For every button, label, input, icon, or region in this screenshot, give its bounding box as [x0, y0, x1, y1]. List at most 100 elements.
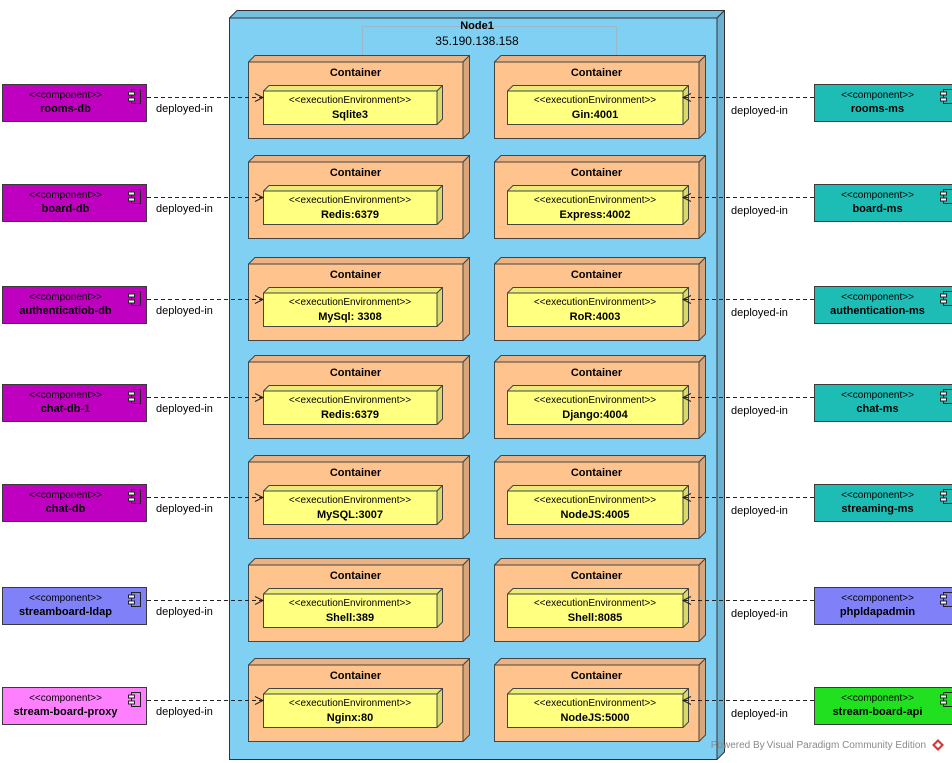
box-shape	[263, 85, 443, 125]
component-stereotype: <<component>>	[841, 292, 914, 303]
env-name: Redis:6379	[320, 409, 380, 421]
component-stereotype: <<component>>	[841, 390, 914, 401]
container-right-7[interactable]: Container<<executionEnvironment>>NodeJS:…	[494, 658, 706, 742]
deployed-in-label-right-3: deployed-in	[731, 306, 788, 319]
env-name: Gin:4001	[571, 109, 619, 121]
box-shape	[507, 185, 689, 225]
container-right-1[interactable]: Container <<executionEnvironment>> Gin:400…	[494, 55, 706, 139]
component-name: chat-ms	[856, 403, 899, 415]
container-right-4[interactable]: Container <<executionEnvironment>>Django:…	[494, 355, 706, 439]
execution-environment-left-7[interactable]: <<executionEnvironment>>Nginx:80	[263, 688, 443, 728]
container-right-2[interactable]: Container <<executionEnvironment>>Express…	[494, 155, 706, 239]
env-name: Nginx:80	[326, 712, 374, 724]
container-left-1[interactable]: Container<<executionEnvironment>>Sqlite3	[248, 55, 470, 139]
env-stereotype: <<executionEnvironment>>	[288, 297, 412, 308]
container-label: Container	[570, 570, 623, 582]
component-right-5[interactable]: <<component>>streaming-ms	[814, 484, 952, 522]
execution-environment-left-4[interactable]: <<executionEnvironment>>Redis:6379	[263, 385, 443, 425]
box-shape	[263, 688, 443, 728]
component-icon	[940, 592, 952, 607]
component-left-7[interactable]: <<component>> stream-board-proxy	[2, 687, 147, 725]
execution-environment-left-5[interactable]: <<executionEnvironment>>MySQL:3007	[263, 485, 443, 525]
component-left-5[interactable]: <<component>>chat-db	[2, 484, 147, 522]
execution-environment-right-6[interactable]: <<executionEnvironment>>Shell:8085	[507, 588, 689, 628]
component-icon	[940, 692, 952, 707]
container-label: Container	[570, 467, 623, 479]
component-icon	[128, 692, 141, 707]
component-name: streamboard-ldap	[19, 606, 112, 618]
container-left-3[interactable]: Container<<executionEnvironment>>MySql: …	[248, 257, 470, 341]
component-icon	[940, 189, 952, 204]
deployed-in-label-right-4: deployed-in	[731, 404, 788, 417]
execution-environment-left-2[interactable]: <<executionEnvironment>>Redis:6379	[263, 185, 443, 225]
component-stereotype: <<component>>	[29, 90, 102, 101]
env-name: NodeJS:4005	[560, 509, 630, 521]
component-name: rooms-ms	[850, 103, 905, 115]
env-stereotype: <<executionEnvironment>>	[533, 95, 657, 106]
container-label: Container	[329, 467, 382, 479]
execution-environment-right-3[interactable]: <<executionEnvironment>>RoR:4003	[507, 287, 689, 327]
component-left-2[interactable]: <<component>>board-db	[2, 184, 147, 222]
deployed-in-label-left-3: deployed-in	[156, 304, 213, 317]
env-stereotype: <<executionEnvironment>>	[288, 195, 412, 206]
component-name: chat-db-1	[40, 403, 91, 415]
component-right-3[interactable]: <<component>>authentication-ms	[814, 286, 952, 324]
execution-environment-left-6[interactable]: <<executionEnvironment>>Shell:389	[263, 588, 443, 628]
component-icon	[128, 89, 141, 104]
container-left-6[interactable]: Container<<executionEnvironment>>Shell:3…	[248, 558, 470, 642]
container-right-6[interactable]: Container <<executionEnvironment>>Shell:8…	[494, 558, 706, 642]
component-left-6[interactable]: <<component>>streamboard-ldap	[2, 587, 147, 625]
execution-environment-left-1[interactable]: <<executionEnvironment>>Sqlite3	[263, 85, 443, 125]
component-stereotype: <<component>>	[29, 292, 102, 303]
deployed-in-label-left-5: deployed-in	[156, 502, 213, 515]
execution-environment-right-2[interactable]: <<executionEnvironment>>Express:4002	[507, 185, 689, 225]
component-left-1[interactable]: <<component>>rooms-db	[2, 84, 147, 122]
node-ip-address: 35.190.138.158	[435, 34, 519, 48]
component-name: stream-board-proxy	[13, 706, 118, 718]
component-icon	[940, 291, 952, 306]
env-stereotype: <<executionEnvironment>>	[533, 495, 657, 506]
component-stereotype: <<component>>	[29, 693, 102, 704]
box-shape	[263, 287, 443, 327]
component-name: board-ms	[852, 203, 903, 215]
env-name: RoR:4003	[569, 311, 621, 323]
execution-environment-right-5[interactable]: <<executionEnvironment>> NodeJS:4005	[507, 485, 689, 525]
component-right-6[interactable]: <<component>> phpldapadmin	[814, 587, 952, 625]
component-left-4[interactable]: <<component>>chat-db-1	[2, 384, 147, 422]
box-shape	[263, 185, 443, 225]
container-left-4[interactable]: Container<<executionEnvironment>>Redis:6…	[248, 355, 470, 439]
component-right-2[interactable]: <<component>>board-ms	[814, 184, 952, 222]
container-label: Container	[329, 670, 382, 682]
container-right-5[interactable]: Container <<executionEnvironment>> NodeJS:…	[494, 455, 706, 539]
component-right-7[interactable]: <<component>>stream-board-api	[814, 687, 952, 725]
deployed-in-label-left-7: deployed-in	[156, 705, 213, 718]
env-name: Sqlite3	[331, 109, 369, 121]
container-label: Container	[570, 67, 623, 79]
node-title: Node1	[460, 20, 494, 32]
component-icon	[128, 389, 141, 404]
execution-environment-right-1[interactable]: <<executionEnvironment>> Gin:4001	[507, 85, 689, 125]
container-left-5[interactable]: Container <<executionEnvironment>>MySQL:3…	[248, 455, 470, 539]
component-right-4[interactable]: <<component>> chat-ms	[814, 384, 952, 422]
execution-environment-left-3[interactable]: <<executionEnvironment>>MySql: 3308	[263, 287, 443, 327]
container-right-3[interactable]: Container <<executionEnvironment>>RoR:400…	[494, 257, 706, 341]
component-stereotype: <<component>>	[841, 593, 914, 604]
deployed-in-label-right-2: deployed-in	[731, 204, 788, 217]
execution-environment-right-7[interactable]: <<executionEnvironment>>NodeJS:5000	[507, 688, 689, 728]
container-left-7[interactable]: Container <<executionEnvironment>>Nginx:8…	[248, 658, 470, 742]
component-left-3[interactable]: <<component>>authenticatiob-db	[2, 286, 147, 324]
deployed-in-label-left-1: deployed-in	[156, 102, 213, 115]
component-name: phpldapadmin	[839, 606, 916, 618]
component-right-1[interactable]: <<component>>rooms-ms	[814, 84, 952, 122]
deployed-in-label-left-2: deployed-in	[156, 202, 213, 215]
execution-environment-right-4[interactable]: <<executionEnvironment>>Django:4004	[507, 385, 689, 425]
deployed-in-label-right-6: deployed-in	[731, 607, 788, 620]
container-label: Container	[329, 167, 382, 179]
container-label: Container	[570, 269, 623, 281]
container-label: Container	[570, 167, 623, 179]
box-shape	[507, 588, 689, 628]
container-label: Container	[570, 367, 623, 379]
container-left-2[interactable]: Container <<executionEnvironment>>Redis:6…	[248, 155, 470, 239]
env-name: Shell:8085	[567, 612, 623, 624]
